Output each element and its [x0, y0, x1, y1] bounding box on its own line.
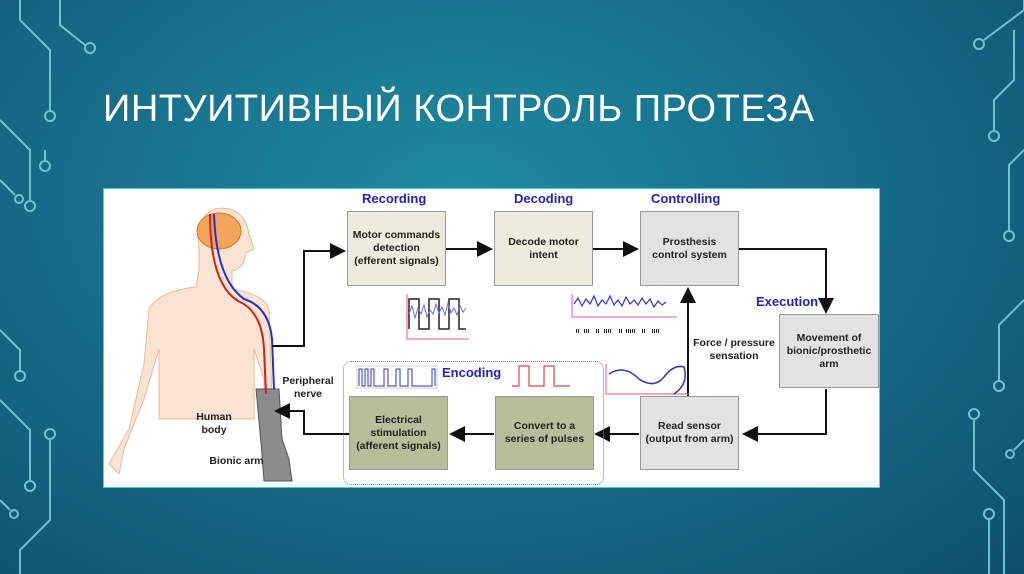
human-body-illustration	[108, 207, 273, 476]
human-body-label: Human body	[196, 411, 232, 436]
read-sensor-box: Read sensor (output from arm)	[640, 396, 739, 470]
stimulation-pulse-plot	[356, 365, 438, 389]
bionic-arm-label: Bionic arm	[209, 455, 264, 467]
convert-pulses-box: Convert to a series of pulses	[495, 396, 594, 470]
stage-decoding: Decoding	[514, 191, 574, 206]
afferent-nerve-path	[209, 213, 267, 395]
emg-signal-plot	[406, 294, 469, 340]
brain-icon	[196, 212, 242, 250]
motor-commands-box: Motor commands detection (efferent signa…	[347, 211, 446, 286]
encoding-region	[343, 361, 604, 485]
decoded-signal-plot	[571, 294, 677, 333]
circuit-decoration-right	[968, 0, 1024, 574]
slide-title: ИНТУИТИВНЫЙ КОНТРОЛЬ ПРОТЕЗА	[103, 88, 815, 130]
sensor-wave-plot	[605, 364, 689, 395]
diagram-graphics	[108, 207, 834, 482]
movement-box: Movement of bionic/prosthetic arm	[779, 314, 879, 388]
stage-recording: Recording	[362, 191, 427, 206]
electrical-stimulation-box: Electrical stimulation (afferent signals…	[349, 396, 448, 470]
circuit-decoration-left	[0, 0, 96, 574]
bionic-arm-illustration	[255, 388, 293, 482]
peripheral-nerve-label: Peripheral nerve	[282, 375, 334, 400]
decode-motor-intent-box: Decode motor intent	[494, 211, 593, 286]
stage-execution: Execution	[756, 294, 819, 309]
force-pressure-label: Force / pressure sensation	[693, 337, 775, 362]
prosthesis-control-box: Prosthesis control system	[640, 211, 739, 286]
stage-controlling: Controlling	[651, 191, 721, 206]
prosthesis-control-diagram: Recording Decoding Controlling Execution…	[103, 188, 880, 488]
stage-encoding: Encoding	[442, 365, 502, 380]
efferent-nerve-path	[213, 213, 275, 390]
pulse-train-plot	[512, 365, 570, 387]
